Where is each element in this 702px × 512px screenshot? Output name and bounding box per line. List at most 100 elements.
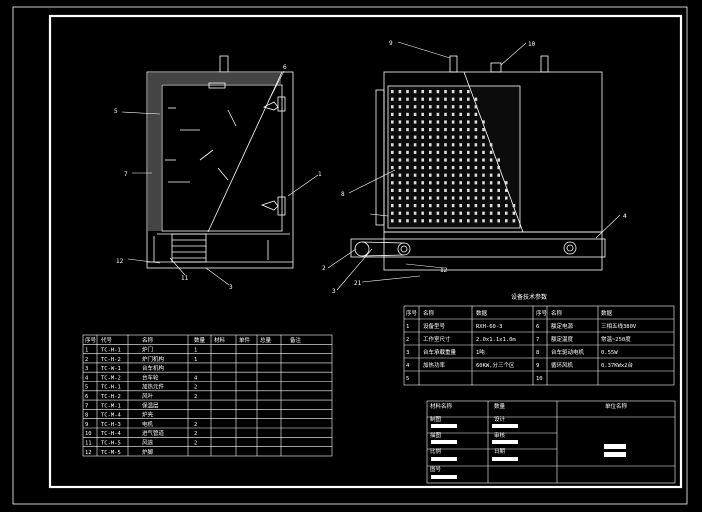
heating-dot	[398, 90, 402, 94]
heating-dot	[489, 211, 493, 215]
heating-dot	[391, 135, 394, 139]
heating-dot	[406, 181, 409, 185]
heating-dot	[482, 158, 485, 162]
heating-dot	[429, 120, 432, 124]
heating-dot	[444, 196, 447, 200]
callout-3-left: 3	[229, 284, 233, 291]
callout-8: 8	[341, 191, 345, 198]
heating-dot	[482, 166, 485, 170]
heating-dot	[459, 120, 462, 124]
parts-header: 备注	[290, 336, 302, 344]
callout-7: 7	[124, 171, 128, 178]
heating-dot	[406, 97, 409, 101]
heating-dot	[451, 105, 455, 109]
heating-dot	[391, 196, 394, 200]
tech-param-cell: 常温~250度	[601, 335, 631, 343]
heating-dot	[497, 219, 500, 223]
heating-dot	[497, 166, 500, 170]
heating-dot	[413, 143, 417, 147]
heating-dot	[459, 105, 462, 109]
heating-dot	[421, 128, 424, 132]
heating-dot	[406, 128, 409, 132]
parts-cell: TC-W-1	[101, 366, 121, 372]
tech-param-cell: 0.55W	[601, 350, 618, 356]
heating-dot	[391, 211, 394, 215]
tech-param-cell: 台车驱动电机	[551, 348, 585, 356]
heating-dot	[398, 158, 402, 162]
heating-dot	[467, 219, 470, 223]
heating-dot	[429, 219, 432, 223]
tech-param-cell: 4	[406, 363, 410, 369]
heating-dot	[398, 166, 402, 170]
heating-dot	[444, 181, 447, 185]
tb-label-date: 日期	[494, 448, 506, 455]
tech-param-header: 数据	[601, 309, 613, 317]
heating-dot	[459, 166, 462, 170]
heating-dot	[467, 181, 470, 185]
heating-dot	[459, 150, 462, 154]
heating-dot	[467, 105, 470, 109]
heating-dot	[421, 219, 424, 223]
tech-param-header: 数据	[476, 309, 488, 317]
heating-dot	[391, 219, 394, 223]
heating-dot	[413, 211, 417, 215]
heating-dot	[398, 97, 402, 101]
parts-cell: 5	[85, 385, 88, 391]
rail-frame	[350, 238, 606, 258]
heating-dot	[391, 173, 394, 177]
tech-param-header: 序号	[406, 309, 418, 317]
heating-dot	[489, 166, 493, 170]
heating-dot	[398, 143, 402, 147]
heating-dot	[489, 196, 493, 200]
parts-cell: TC-H-4	[101, 431, 122, 437]
parts-cell: TC-M-5	[101, 450, 121, 456]
heating-dot	[451, 181, 455, 185]
heating-dot	[467, 188, 470, 192]
heating-dot	[467, 196, 470, 200]
heating-dot	[444, 173, 447, 177]
heating-dot	[451, 219, 455, 223]
heating-dot	[429, 211, 432, 215]
heating-dot	[451, 90, 455, 94]
heating-dot	[421, 196, 424, 200]
heating-dot	[398, 173, 402, 177]
heating-dot	[398, 135, 402, 139]
tech-param-cell: 1	[406, 324, 409, 330]
heating-dot	[459, 196, 462, 200]
heating-dot	[451, 120, 455, 124]
heating-dot	[444, 135, 447, 139]
heating-dot	[467, 150, 470, 154]
heating-dot	[429, 196, 432, 200]
heating-dot	[429, 166, 432, 170]
heating-dot	[467, 204, 470, 208]
heating-dot	[512, 219, 516, 223]
heating-dot	[444, 90, 447, 94]
heating-dot	[421, 158, 424, 162]
heating-dot	[474, 188, 478, 192]
heating-dot	[497, 158, 500, 162]
heating-dot	[467, 158, 470, 162]
heating-dot	[429, 112, 432, 116]
heating-dot	[391, 112, 394, 116]
heating-dot	[406, 188, 409, 192]
heating-dot	[429, 150, 432, 154]
callout-labels: 6 5 7 1 12 11 3 9 10 8 4 2 3 21 12	[114, 40, 627, 295]
heating-dot	[398, 105, 402, 109]
parts-cell: 加热元件	[142, 383, 165, 391]
heating-dot	[413, 219, 417, 223]
callout-6: 6	[283, 64, 287, 71]
heating-dot	[467, 211, 470, 215]
heating-dot	[459, 97, 462, 101]
heating-dot	[421, 181, 424, 185]
heating-dot	[489, 143, 493, 147]
parts-cell: 2	[194, 441, 197, 447]
heating-dot	[391, 128, 394, 132]
heating-dot	[451, 143, 455, 147]
tech-param-cell: 5	[406, 376, 409, 382]
heating-element-dots	[391, 90, 516, 223]
left-insulation-top	[148, 73, 281, 84]
tech-param-cell: 循环风机	[551, 361, 574, 369]
heating-dot	[429, 158, 432, 162]
heating-dot	[413, 128, 417, 132]
heating-dot	[398, 150, 402, 154]
